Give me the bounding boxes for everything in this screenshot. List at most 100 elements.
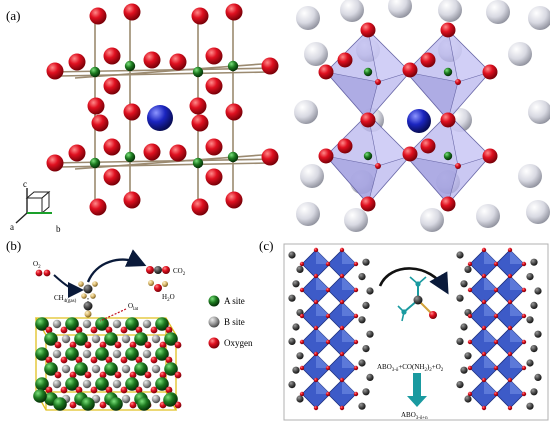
- octahedron-face: [510, 354, 524, 368]
- oxygen-atom: [467, 313, 473, 319]
- oxygen-atom: [90, 326, 98, 334]
- oxygen-atom: [159, 371, 167, 379]
- oxygen-atom: [129, 401, 137, 409]
- oxygen-atom: [135, 356, 143, 364]
- oxygen-atom: [493, 313, 499, 319]
- cation-atom: [456, 251, 464, 259]
- b-site-atom: [142, 349, 152, 359]
- oxygen-atom: [353, 261, 359, 267]
- oxygen-atom: [420, 138, 436, 154]
- oxygen-atom: [169, 144, 187, 162]
- b-site-atom: [227, 151, 239, 163]
- cation-atom: [366, 287, 374, 295]
- oxygen-atom: [75, 386, 83, 394]
- oxygen-atom: [103, 47, 121, 65]
- a-site-atom: [65, 347, 79, 361]
- b-site-atom: [151, 334, 161, 344]
- cation-atom: [366, 330, 374, 338]
- a-site-atom: [294, 100, 318, 124]
- b-site-atom: [142, 319, 152, 329]
- bond: [49, 158, 279, 164]
- octahedron-face: [342, 354, 356, 368]
- oxygen-atom: [467, 287, 473, 293]
- oxygen-atom: [337, 138, 353, 154]
- oxygen-atom: [493, 391, 499, 397]
- oxygen-atom: [440, 22, 456, 38]
- oxygen-atom: [105, 356, 113, 364]
- oxygen-atom: [493, 365, 499, 371]
- octahedron-face: [510, 276, 524, 290]
- olat-label: Olat: [128, 302, 139, 312]
- oxygen-atom: [325, 365, 331, 371]
- b-site-atom: [82, 349, 92, 359]
- oxygen-atom: [521, 261, 527, 267]
- legend-a-site-swatch: [208, 295, 220, 307]
- oxygen-atom: [91, 114, 109, 132]
- octahedron-face: [367, 29, 411, 83]
- oxygen-atom: [481, 405, 487, 411]
- oxygen-atom: [482, 148, 498, 164]
- oxygen-atom: [481, 247, 487, 253]
- cation-atom: [456, 294, 464, 302]
- cation-atom: [288, 294, 296, 302]
- a-site-atom: [104, 362, 118, 376]
- oxygen-atom: [120, 356, 128, 364]
- a-site-atom: [164, 362, 178, 376]
- oxygen-atom: [318, 148, 334, 164]
- oxygen-atom: [313, 299, 319, 305]
- legend-oxygen: Oxygen: [224, 338, 253, 348]
- oxygen-atom: [60, 386, 68, 394]
- a-site-atom: [74, 362, 88, 376]
- reaction-reactants: ABO3-δ+CO(NH2)2+O2: [377, 363, 444, 373]
- oxygen-atom: [507, 325, 513, 331]
- o2-molecule: O2: [33, 260, 51, 277]
- b-site-atom: [363, 67, 373, 77]
- reaction-arrow-o2: [53, 274, 84, 298]
- cation-atom: [288, 381, 296, 389]
- oxygen-atom: [521, 313, 527, 319]
- cation-atom: [464, 395, 472, 403]
- oxygen-atom: [493, 287, 499, 293]
- cation-atom: [526, 316, 534, 324]
- oxygen-atom: [114, 341, 122, 349]
- h2o-molecule: H2O: [148, 280, 175, 303]
- b-site-atom: [61, 334, 71, 344]
- oxygen-atom: [68, 144, 86, 162]
- octahedron-face: [484, 250, 498, 264]
- oxygen-atom: [313, 405, 319, 411]
- a-site-atom: [163, 393, 177, 407]
- a-site-atom: [33, 389, 47, 403]
- oxygen-atom: [353, 339, 359, 345]
- a-site-atom: [125, 317, 139, 331]
- b-site-atom: [192, 157, 204, 169]
- oxygen-atom: [90, 356, 98, 364]
- h2o-label: H2O: [162, 293, 175, 303]
- cation-atom: [296, 352, 304, 360]
- oxygen-atom: [169, 53, 187, 71]
- oxygen-atom: [144, 341, 152, 349]
- cation-atom: [464, 265, 472, 273]
- oxygen-atom: [99, 401, 107, 409]
- oxygen-atom: [325, 261, 331, 267]
- oxygen-atom: [69, 341, 77, 349]
- oxygen-atom: [144, 371, 152, 379]
- oxygen-atom: [120, 326, 128, 334]
- oxygen-atom: [482, 64, 498, 80]
- oxygen-atom: [225, 103, 243, 121]
- oxygen-atom: [375, 163, 381, 169]
- a-site-atom: [35, 347, 49, 361]
- oxygen-atom: [299, 313, 305, 319]
- oxygen-atom: [191, 7, 209, 25]
- reaction-down-arrow: [407, 373, 427, 407]
- oxygen-atom: [521, 339, 527, 345]
- cation-atom: [530, 258, 538, 266]
- a-site-atom: [486, 0, 510, 24]
- oxygen-atom: [339, 273, 345, 279]
- a-site-atom: [35, 317, 49, 331]
- a-site-atom: [44, 332, 58, 346]
- octahedron-face: [484, 354, 498, 368]
- treatment-arrow: [378, 267, 449, 295]
- cation-atom: [288, 251, 296, 259]
- cation-atom: [460, 280, 468, 288]
